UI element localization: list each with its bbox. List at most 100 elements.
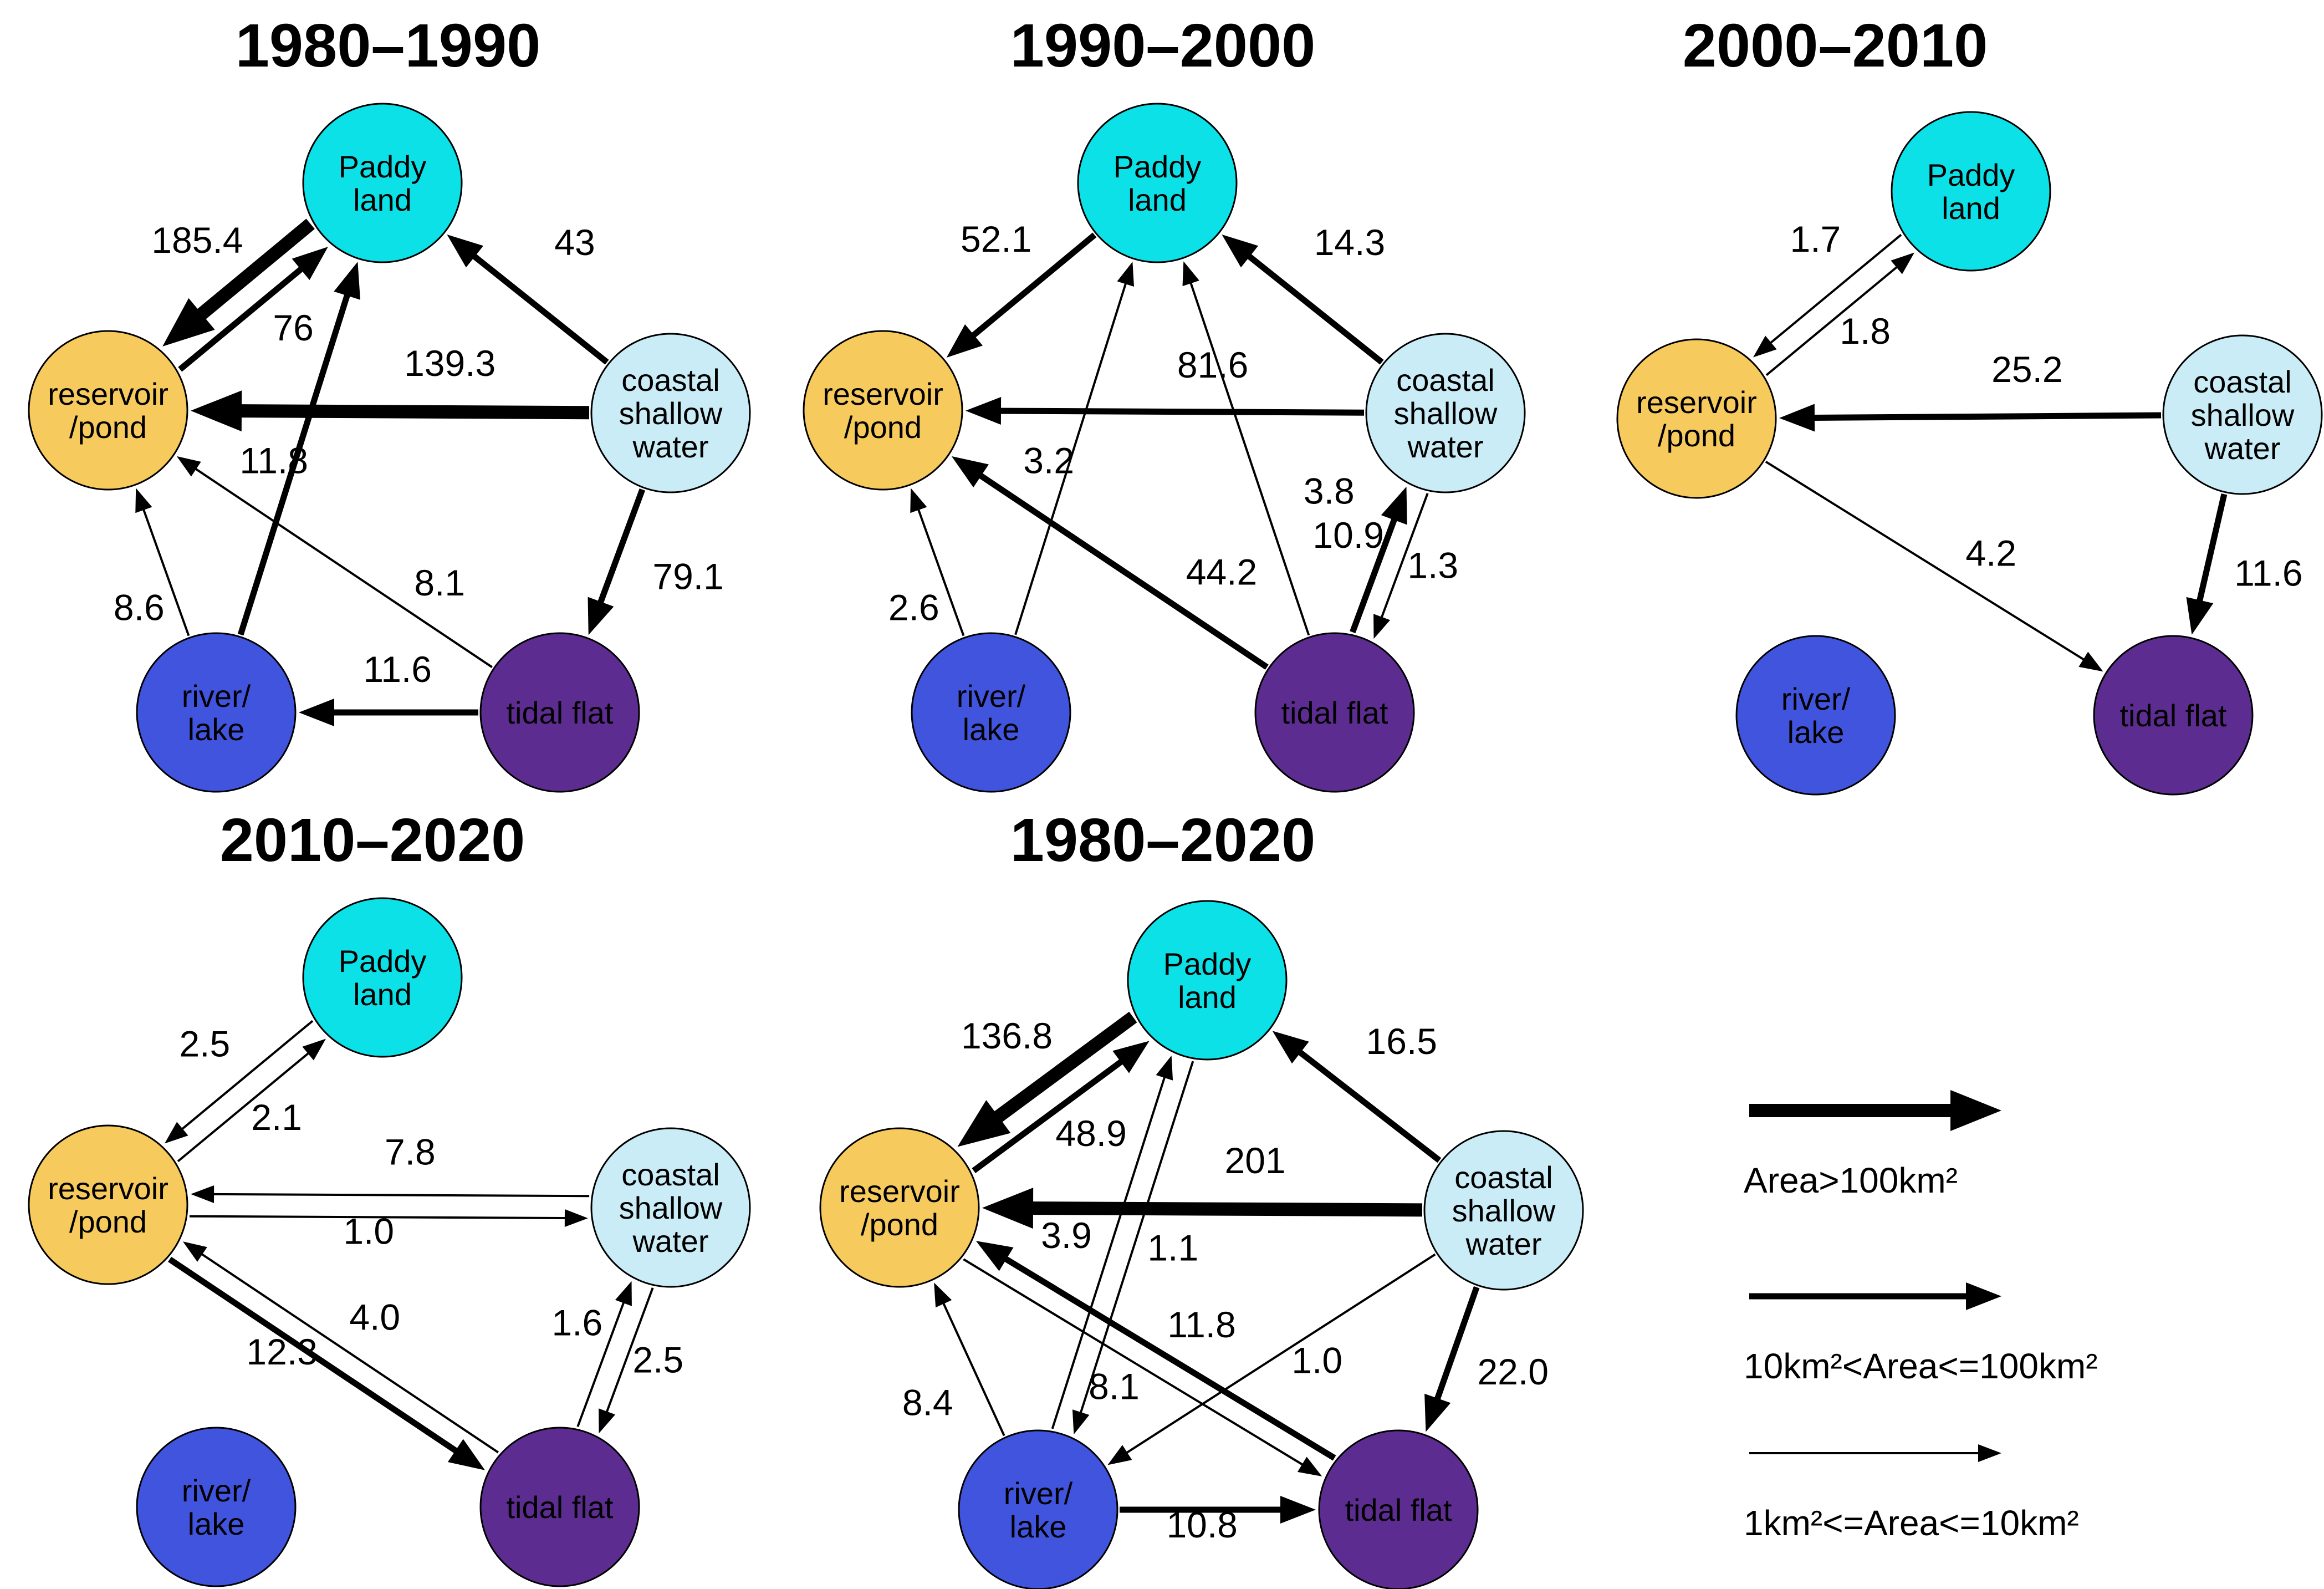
node-coastal <box>590 1127 751 1288</box>
flow-arrow-coastal-to-reservoir <box>1019 1201 1423 1217</box>
legend-item-medium: 10km²<Area<=100km² <box>1744 1282 2098 1386</box>
flow-arrow-coastal-to-tidal-head <box>588 597 614 635</box>
flow-arrow-reservoir-to-coastal <box>189 1215 571 1220</box>
node-river <box>136 1427 297 1587</box>
flow-arrow-river-to-reservoir-head <box>135 488 152 513</box>
flow-arrow-coastal-to-paddy <box>465 248 609 365</box>
flow-arrow-coastal-to-tidal-head <box>599 1408 616 1434</box>
node-coastal <box>2162 334 2323 495</box>
flow-value-label: 185.4 <box>151 220 243 261</box>
flow-value-label: 1.7 <box>1790 218 1841 259</box>
node-tidal-label: tidal flat <box>1281 695 1388 730</box>
node-tidal-label: tidal flat <box>507 1490 614 1525</box>
flow-arrow-coastal-to-reservoir-head <box>965 397 1002 425</box>
node-river <box>911 632 1071 793</box>
flow-value-label: 1.0 <box>343 1210 394 1251</box>
node-reservoir <box>28 1124 188 1285</box>
panel-title: 1980–2020 <box>1010 806 1316 874</box>
legend-arrow-medium-icon-head <box>1966 1282 2001 1310</box>
flow-arrow-reservoir-to-paddy-head <box>292 247 328 281</box>
flow-arrow-river-to-paddy <box>237 285 353 636</box>
flow-arrow-tidal-to-reservoir <box>190 464 493 668</box>
node-reservoir-label: reservoir/pond <box>1636 385 1757 453</box>
panel-title: 2000–2010 <box>1683 12 1988 80</box>
panel-title: 2010–2020 <box>220 806 525 874</box>
flow-arrow-tidal-to-paddy <box>1188 277 1310 636</box>
node-reservoir <box>819 1127 980 1288</box>
flow-arrow-river-to-paddy <box>1014 277 1129 635</box>
flow-arrow-tidal-to-reservoir <box>971 467 1269 670</box>
flow-value-label: 48.9 <box>1055 1113 1126 1154</box>
flow-arrow-tidal-to-reservoir-head <box>182 1241 207 1262</box>
node-river-label: river/lake <box>182 679 251 747</box>
flow-arrow-reservoir-to-paddy <box>178 261 310 372</box>
flow-arrow-paddy-to-river <box>1077 1061 1194 1419</box>
node-paddy <box>1127 900 1288 1061</box>
flow-value-label: 2.5 <box>179 1023 230 1064</box>
node-paddy <box>1077 103 1238 263</box>
flow-arrow-coastal-to-river <box>1121 1253 1436 1457</box>
flow-arrow-reservoir-to-tidal <box>1765 460 2090 664</box>
flow-value-label: 3.2 <box>1023 440 1074 481</box>
flow-arrow-coastal-to-tidal <box>594 488 646 612</box>
node-paddy <box>302 103 463 263</box>
flow-arrow-coastal-to-reservoir <box>227 404 590 420</box>
flow-value-label: 14.3 <box>1314 222 1385 263</box>
node-tidal <box>479 1427 640 1587</box>
flow-value-label: 3.8 <box>1304 470 1355 511</box>
node-paddy <box>1891 111 2051 272</box>
flow-arrow-coastal-to-reservoir-head <box>191 1185 214 1203</box>
flow-arrow-reservoir-to-coastal-head <box>564 1209 588 1228</box>
flow-value-label: 10.9 <box>1312 515 1383 556</box>
flow-arrow-tidal-to-reservoir-head <box>975 1241 1014 1271</box>
flow-arrow-reservoir-to-tidal-head <box>1297 1456 1322 1476</box>
panel-title: 1990–2000 <box>1010 12 1316 80</box>
panel-title: 1980–1990 <box>236 12 541 80</box>
flow-arrow-coastal-to-tidal-head <box>2186 597 2214 635</box>
flow-arrow-tidal-to-coastal <box>1350 510 1401 634</box>
flow-arrow-coastal-to-reservoir-head <box>982 1188 1034 1229</box>
flow-value-label: 4.0 <box>349 1297 400 1338</box>
flow-arrow-river-to-reservoir <box>915 503 965 636</box>
node-tidal <box>2093 635 2254 796</box>
flow-arrow-coastal-to-paddy-head <box>447 234 484 268</box>
legend-item-label: 10km²<Area<=100km² <box>1744 1346 2098 1386</box>
flow-arrow-tidal-to-coastal-head <box>1381 486 1407 525</box>
flow-value-label: 136.8 <box>961 1015 1053 1056</box>
flow-arrow-tidal-to-coastal-head <box>615 1281 632 1306</box>
flow-value-label: 16.5 <box>1366 1021 1437 1062</box>
legend-item-label: Area>100km² <box>1744 1160 1958 1200</box>
flow-arrow-coastal-to-tidal-head <box>1424 1393 1451 1432</box>
flow-arrow-reservoir-to-paddy-head <box>1112 1041 1150 1073</box>
flow-value-label: 79.1 <box>652 556 723 597</box>
flow-arrow-reservoir-to-tidal <box>963 1258 1309 1469</box>
flow-value-label: 1.3 <box>1407 545 1458 586</box>
flow-arrow-paddy-to-reservoir <box>1765 233 1902 348</box>
flow-value-label: 139.3 <box>404 343 496 384</box>
node-reservoir <box>803 330 963 491</box>
flow-arrow-river-to-reservoir-head <box>910 488 927 513</box>
flow-value-label: 12.3 <box>246 1331 317 1372</box>
flow-arrow-tidal-to-coastal <box>576 1296 627 1427</box>
flow-arrow-tidal-to-reservoir <box>996 1251 1336 1461</box>
flow-value-label: 8.1 <box>414 562 465 603</box>
flow-arrow-paddy-to-reservoir-head <box>164 1122 188 1144</box>
flow-arrow-reservoir-to-tidal-head <box>447 1439 486 1470</box>
flow-arrow-tidal-to-river-head <box>299 699 334 726</box>
node-tidal <box>1254 632 1415 793</box>
flow-arrow-coastal-to-paddy <box>1290 1044 1442 1163</box>
flow-arrow-river-to-paddy-head <box>334 262 361 300</box>
flow-arrow-river-to-paddy-head <box>1156 1055 1173 1081</box>
flow-value-label: 7.8 <box>385 1132 436 1173</box>
flow-value-label: 11.8 <box>239 440 308 481</box>
node-tidal-label: tidal flat <box>507 695 614 730</box>
node-river <box>958 1429 1118 1589</box>
legend-arrow-large-icon-head <box>1950 1090 2001 1131</box>
flow-arrow-coastal-to-paddy-head <box>1222 234 1259 268</box>
